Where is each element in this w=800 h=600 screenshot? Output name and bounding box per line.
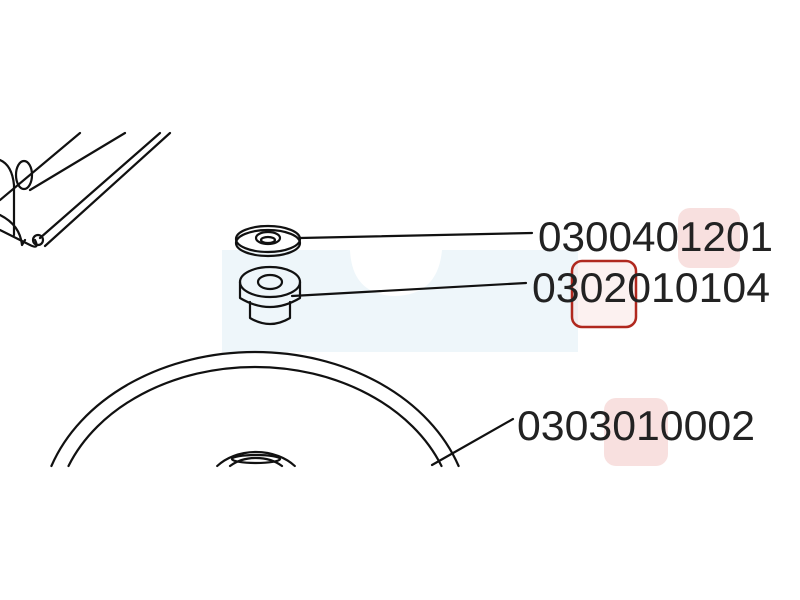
highlight-label-1 — [678, 208, 740, 268]
leader-line-1 — [298, 231, 534, 240]
part-number-label: 0303010002 — [517, 402, 755, 449]
washer-drawing — [234, 224, 302, 258]
leader-line-3 — [430, 417, 515, 467]
bracket-drawing — [0, 131, 172, 248]
focus-highlight-box — [570, 259, 638, 329]
background-panel-notch — [350, 250, 442, 296]
bushing-drawing — [238, 265, 302, 326]
part-number-label: 0300401201 — [538, 213, 773, 260]
part-number-label: 0302010104 — [532, 264, 770, 311]
wheel-drawing — [50, 350, 460, 468]
highlight-label-3 — [604, 398, 668, 466]
leader-line-2 — [290, 281, 528, 298]
